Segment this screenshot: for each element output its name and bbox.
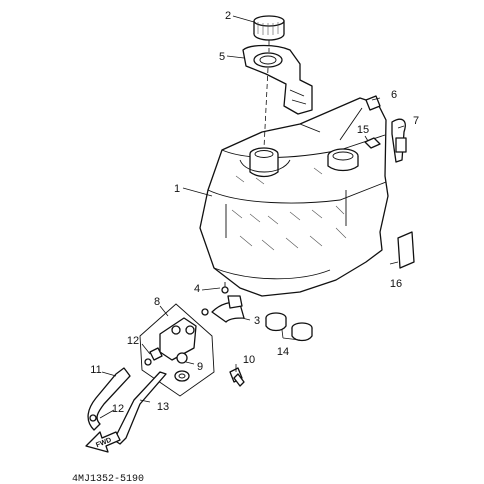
front-direction-arrow: FWD	[85, 431, 121, 453]
callout-2: 2	[225, 10, 231, 22]
callout-9: 9	[197, 361, 203, 373]
damper-16	[397, 231, 415, 269]
filler-bracket	[242, 44, 313, 115]
callout-11: 11	[90, 364, 101, 376]
callout-4: 4	[194, 283, 200, 295]
callout-12-bottom: 12	[112, 403, 124, 415]
rubber-dampers	[265, 312, 313, 342]
callout-5: 5	[219, 51, 225, 63]
drawing-code: 4MJ1352-5190	[72, 474, 144, 484]
pad-15	[364, 137, 381, 149]
callout-15: 15	[357, 124, 369, 136]
fuel-hose-3	[201, 282, 245, 323]
leader-lines	[99, 15, 405, 419]
callout-labels: 2 5 6 7 15 1 16 4 8 3 14 12 9 10 11 12 1…	[90, 10, 419, 415]
callout-1: 1	[174, 183, 180, 195]
breather-hose	[365, 95, 407, 163]
fuel-tank	[199, 97, 389, 297]
bolt-10	[229, 367, 245, 387]
fuel-cock-assembly	[139, 303, 215, 397]
callout-7: 7	[413, 115, 419, 127]
callout-16: 16	[390, 278, 402, 290]
callout-3: 3	[254, 315, 260, 327]
assembly-line-cap	[263, 40, 270, 149]
callout-6: 6	[391, 89, 397, 101]
callout-13: 13	[157, 401, 169, 413]
callout-12-top: 12	[127, 335, 139, 347]
fuel-cap	[253, 15, 285, 41]
callout-14: 14	[277, 346, 289, 358]
callout-10: 10	[243, 354, 255, 366]
fuel-hoses	[87, 367, 167, 445]
callout-8: 8	[154, 296, 160, 308]
